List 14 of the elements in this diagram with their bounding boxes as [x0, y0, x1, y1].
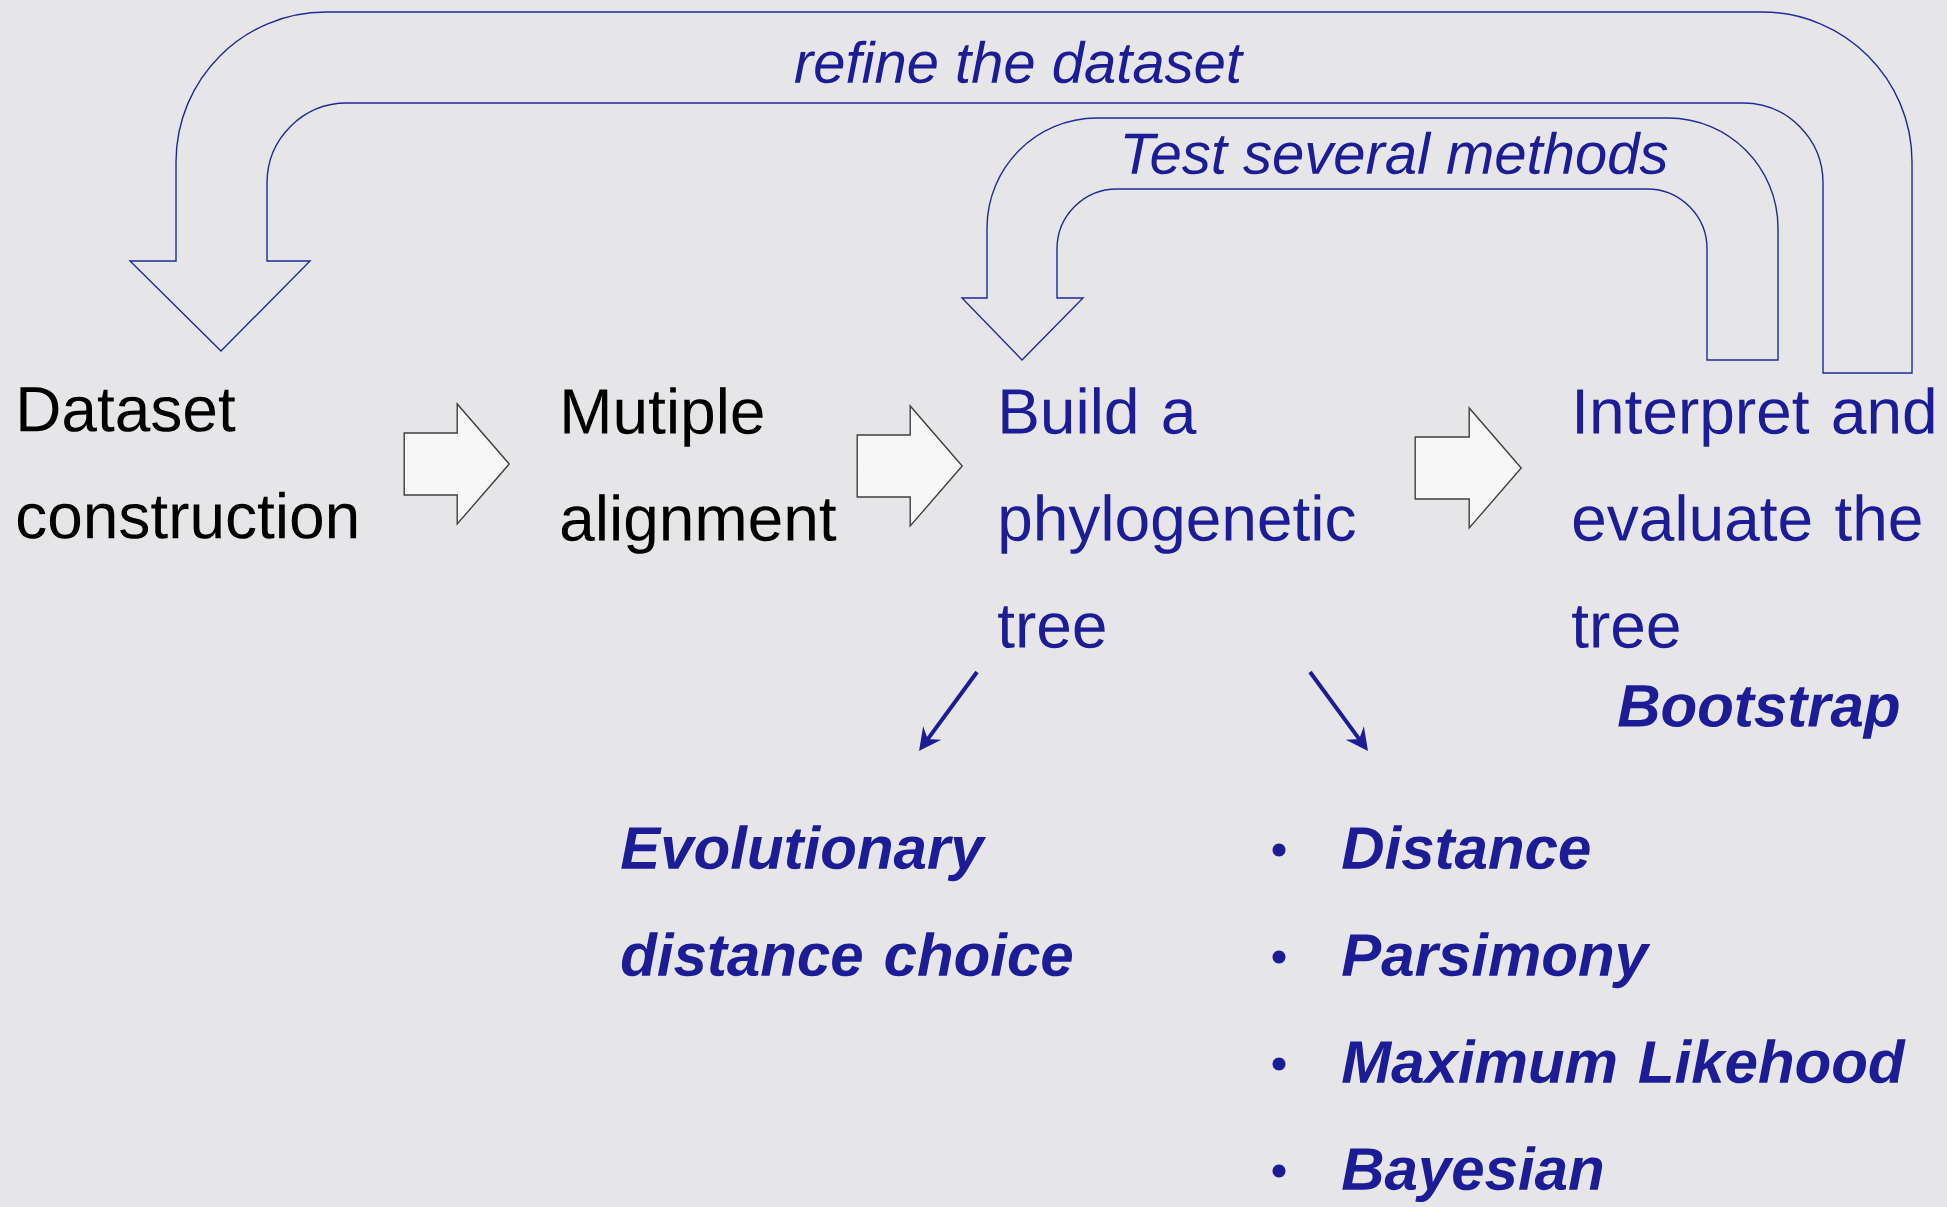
- block-arrow: [1414, 406, 1523, 530]
- method-text: Evolutionary distance choice: [621, 825, 1072, 977]
- edge-label: Test several methods: [1124, 131, 1668, 175]
- curved-block-arrow: [961, 117, 1779, 361]
- bullet-list: Distance Parsimony Maximum Likehood Bayesian: [1342, 825, 1906, 1203]
- block-arrow: [403, 402, 511, 526]
- method-label: Bootstrap: [1618, 685, 1899, 739]
- edge-label: refine the dataset: [794, 40, 1244, 84]
- step-text: Interpret and evaluate the tree: [1572, 387, 1934, 649]
- step-text: Build a phylogenetic tree: [998, 387, 1355, 649]
- curved-block-arrow: [129, 11, 1913, 374]
- step-text: Dataset construction: [17, 387, 357, 539]
- block-arrow: [856, 404, 964, 528]
- step-text: Mutiple alignment: [561, 387, 837, 554]
